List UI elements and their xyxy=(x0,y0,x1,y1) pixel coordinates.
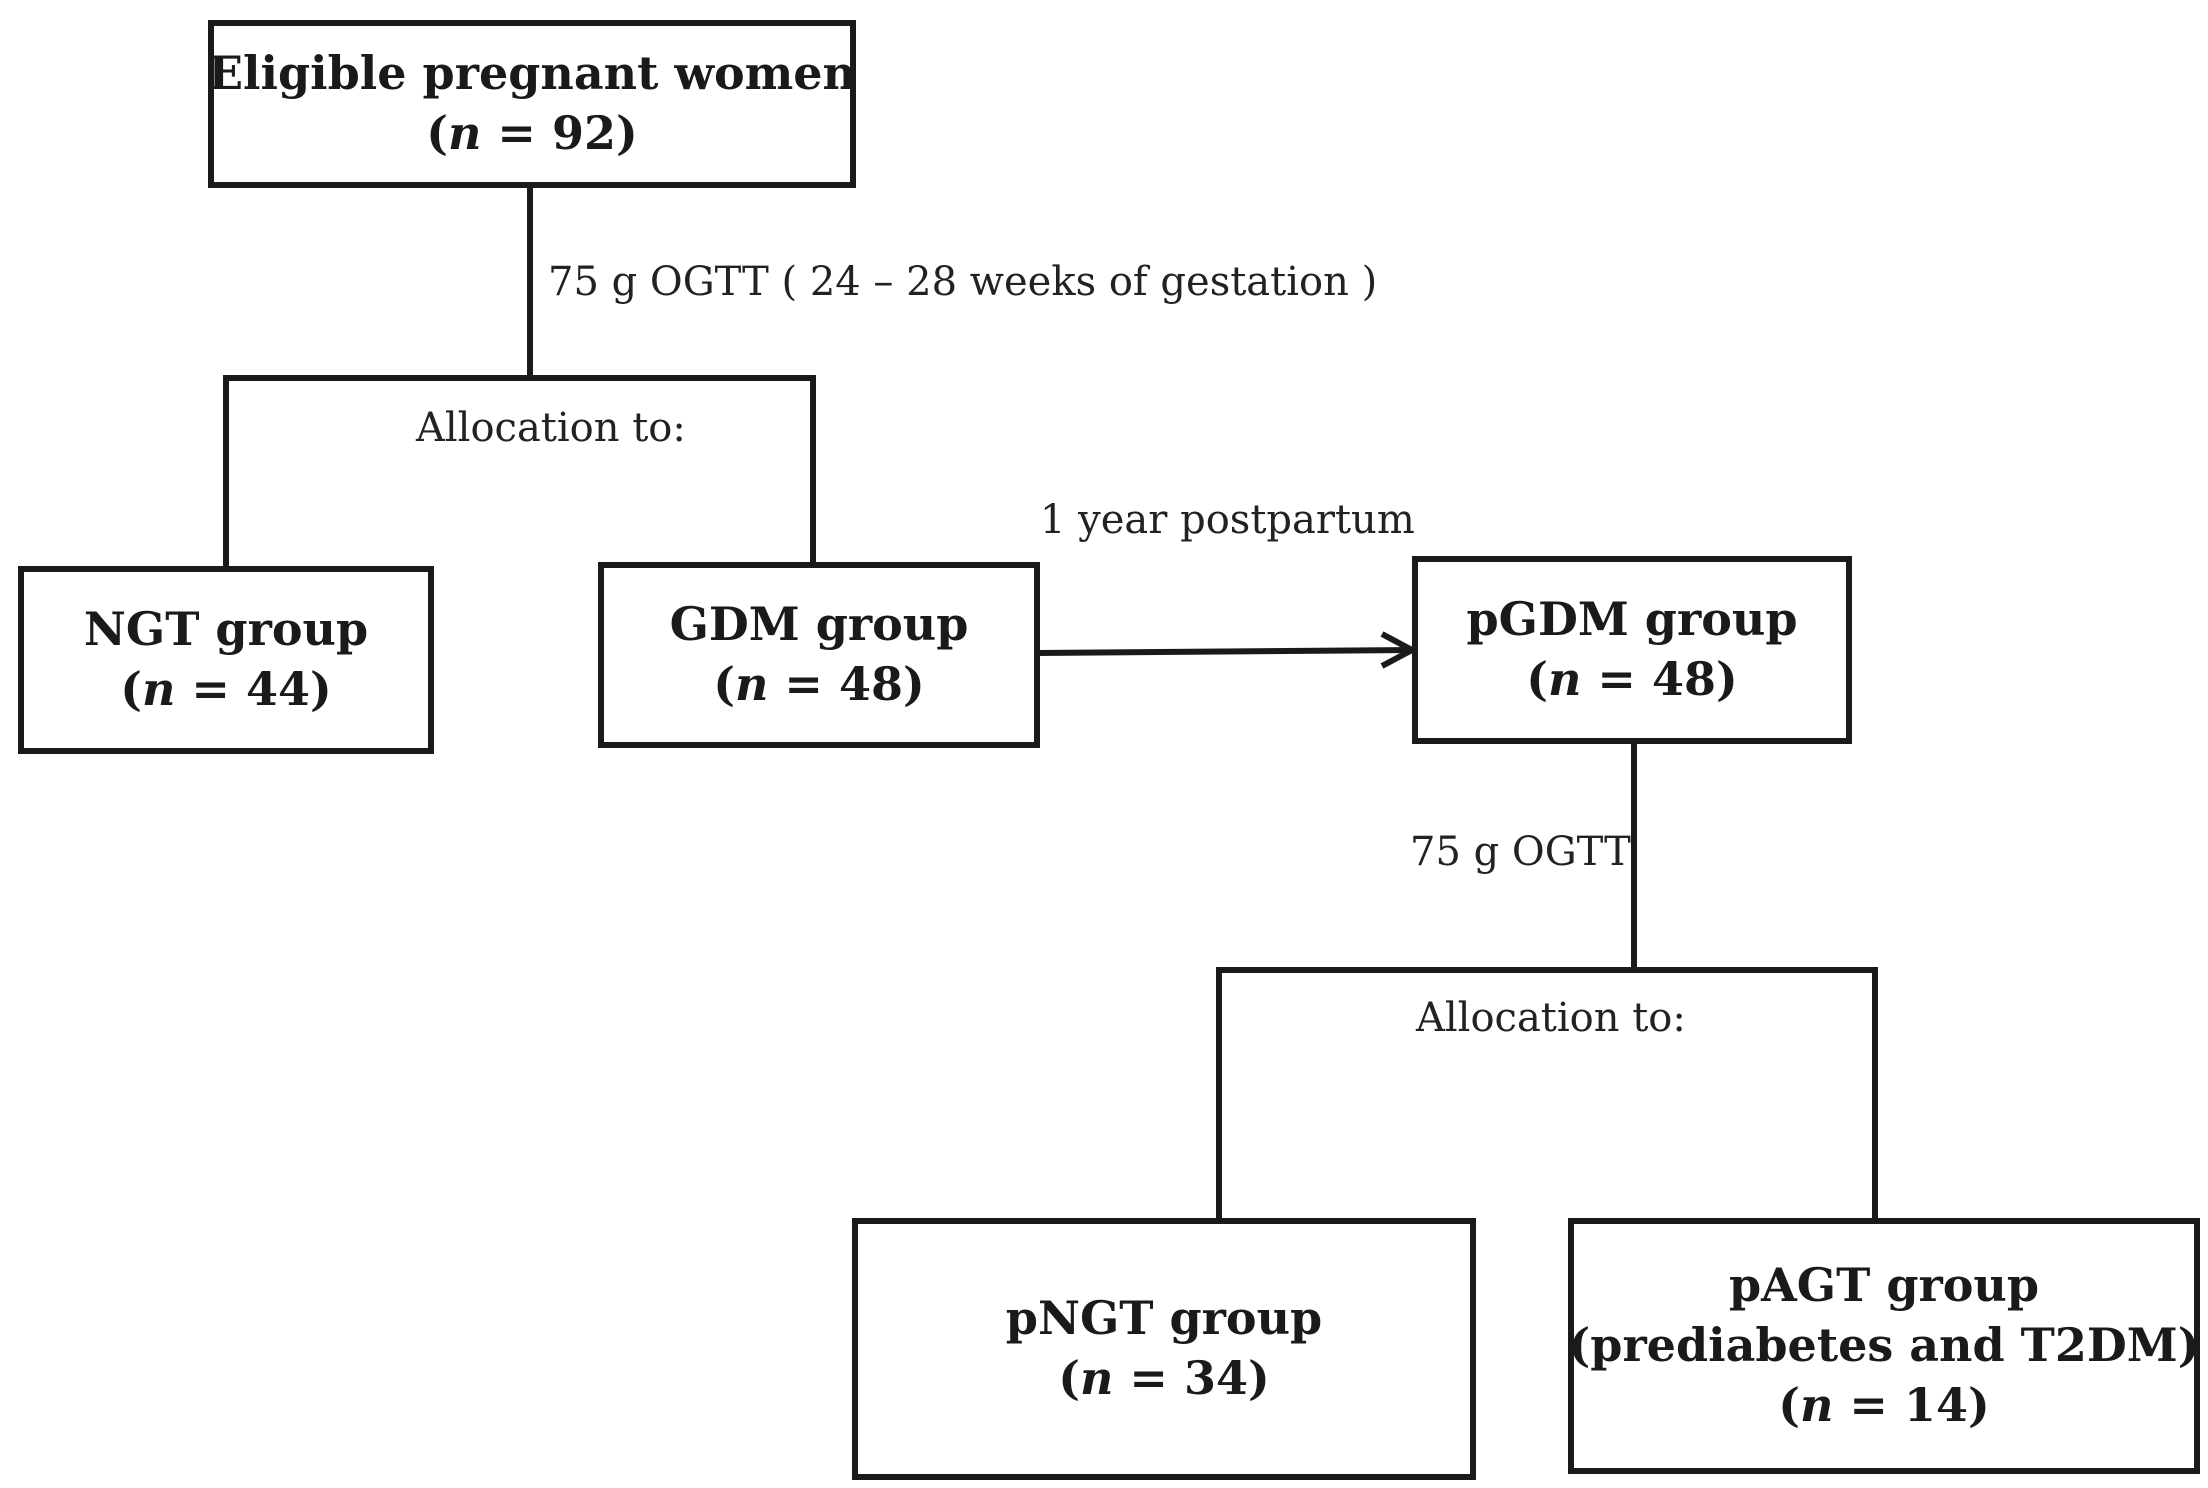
node-pagt-subtitle: (prediabetes and T2DM) xyxy=(1568,1318,2200,1373)
label-allocation-1: Allocation to: xyxy=(416,405,686,451)
node-ngt-count: (n = 44) xyxy=(120,662,332,716)
node-eligible-title: Eligible pregnant women xyxy=(207,46,857,101)
node-pngt-count: (n = 34) xyxy=(1058,1351,1270,1405)
node-eligible-pregnant-women: Eligible pregnant women (n = 92) xyxy=(208,20,856,188)
node-gdm-title: GDM group xyxy=(669,597,969,652)
label-ogtt-postpartum: 75 g OGTT xyxy=(1410,829,1631,875)
node-pagt-count: (n = 14) xyxy=(1778,1377,1990,1432)
arrow-gdm-to-pgdm xyxy=(1037,647,1409,656)
label-postpartum: 1 year postpartum xyxy=(1040,497,1415,543)
node-pgdm-title: pGDM group xyxy=(1466,592,1798,647)
node-pngt-group: pNGT group (n = 34) xyxy=(852,1218,1476,1480)
node-eligible-count: (n = 92) xyxy=(426,106,638,160)
node-gdm-count: (n = 48) xyxy=(713,657,925,711)
node-pngt-title: pNGT group xyxy=(1005,1291,1323,1346)
node-pagt-group: pAGT group (prediabetes and T2DM) (n = 1… xyxy=(1568,1218,2200,1474)
label-ogtt-gestation: 75 g OGTT ( 24 – 28 weeks of gestation ) xyxy=(548,259,1378,305)
node-pagt-title: pAGT group xyxy=(1728,1258,2040,1313)
node-ngt-group: NGT group (n = 44) xyxy=(18,566,434,754)
node-gdm-group: GDM group (n = 48) xyxy=(598,562,1040,748)
node-pgdm-count: (n = 48) xyxy=(1526,652,1738,706)
node-pgdm-group: pGDM group (n = 48) xyxy=(1412,556,1852,744)
label-allocation-2: Allocation to: xyxy=(1416,995,1686,1041)
node-ngt-title: NGT group xyxy=(83,602,369,657)
